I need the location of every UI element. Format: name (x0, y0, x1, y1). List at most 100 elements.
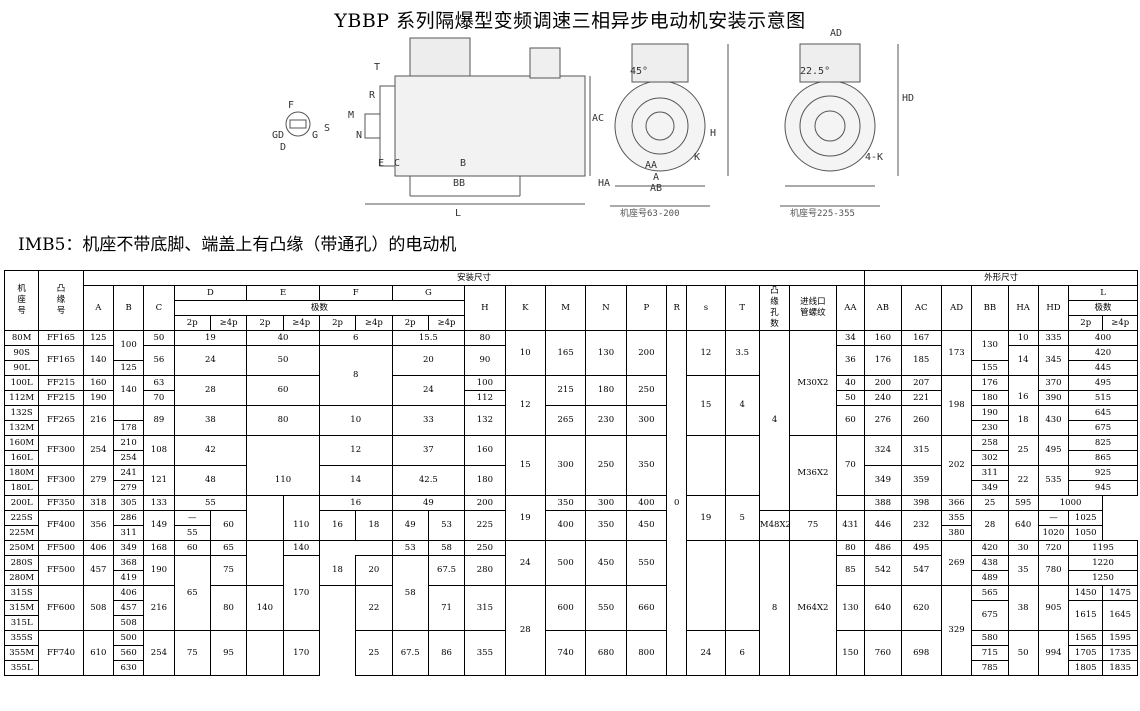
cell-ad: 329 (940, 585, 973, 676)
cell-f-4p: 18 (355, 510, 393, 541)
cell-a: 216 (82, 405, 115, 436)
header-l: L (1068, 285, 1138, 301)
cell-aa: 70 (835, 435, 866, 496)
cell-d-4p: 75 (209, 555, 248, 586)
header-ad: AD (940, 285, 973, 331)
cell-k: 10 (504, 330, 546, 376)
cell-g-4p: 67.5 (427, 555, 466, 586)
cell-k: 12 (504, 375, 546, 436)
cell-p: 200 (625, 330, 668, 376)
header-b: B (112, 285, 145, 331)
cell-p: 550 (625, 540, 668, 586)
cell-b: 279 (112, 480, 145, 496)
header-d-2p: 2p (173, 315, 211, 331)
cell-d-4p: 95 (209, 630, 248, 676)
cell-g-4p: 86 (427, 630, 466, 676)
cell-hd: 495 (1037, 435, 1070, 466)
cell-ad: 269 (940, 540, 973, 586)
dim-label-k: K (694, 152, 700, 163)
cell-frame: 160M (3, 435, 40, 451)
cell-g: 15.5 (391, 330, 466, 346)
header-hd: HD (1037, 285, 1070, 331)
header-d: D (173, 285, 248, 301)
cell-e: 50 (246, 345, 320, 376)
cell-g-2p: 67.5 (391, 630, 429, 676)
cell-c: 149 (143, 510, 175, 541)
cell-ac: 547 (900, 555, 942, 586)
cell-b: 140 (112, 375, 145, 406)
cell-flange: FF165 (38, 345, 84, 376)
cell-hd: 720 (1037, 540, 1070, 556)
cell-l: 675 (1068, 420, 1138, 436)
cell-b: 254 (112, 450, 145, 466)
header-t: T (724, 285, 760, 331)
cell-t: 6 (724, 630, 760, 676)
table-row: 250M FF500 406 349 168 60 65 140 53 58 2… (3, 540, 1138, 676)
dim-label-45deg: 45° (630, 66, 648, 77)
cell-thread: M30X2 (789, 330, 837, 436)
cell-c: 50 (143, 330, 175, 346)
header-thread: 进线口 管螺纹 (789, 285, 837, 331)
dim-label-c: C (394, 158, 400, 169)
cell-bb: 675 (971, 600, 1009, 631)
cell-h: 160 (464, 435, 506, 466)
header-polecount-l: 极数 (1068, 300, 1138, 316)
cell-hd: 370 (1037, 375, 1070, 391)
cell-ac: 167 (900, 330, 942, 346)
cell-frame: 132S (3, 405, 40, 421)
cell-g: 24 (391, 375, 466, 406)
cell-bb: 366 (940, 495, 973, 511)
cell-b: 210 (112, 435, 145, 451)
cell-flange: FF500 (38, 555, 84, 586)
table-row: 200L FF350 318 305 133 55 16 49 200 19 3… (3, 495, 1138, 541)
header-f: F (318, 285, 393, 301)
cell-ha: 10 (1007, 330, 1039, 346)
cell-hd: 905 (1037, 585, 1070, 631)
cell-m: 400 (544, 510, 587, 541)
cell-a: 318 (82, 495, 115, 511)
cell-b: 630 (112, 660, 145, 676)
cell-m: 500 (544, 540, 587, 586)
cell-bb: 258 (971, 435, 1009, 451)
header-install-group: 安装尺寸 (82, 270, 866, 286)
cell-ac: 315 (900, 435, 942, 466)
header-ac: AC (900, 285, 942, 331)
cell-ac: 359 (900, 465, 942, 496)
header-k: K (504, 285, 546, 331)
cell-k: 15 (504, 435, 546, 496)
cell-t: 4 (724, 375, 760, 436)
cell-a: 508 (82, 585, 115, 631)
header-flange-holes: 凸 缘 孔 数 (758, 285, 791, 331)
cell-h: 280 (464, 555, 506, 586)
cell-f-2p: 16 (318, 510, 357, 541)
cell-ac: 260 (900, 405, 942, 436)
cell-aa-empty (835, 495, 866, 511)
cell-n: 300 (585, 495, 627, 511)
cell-l-4p: 1835 (1102, 660, 1138, 676)
cell-l-2p: 1020 (1037, 525, 1070, 541)
cell-g: 33 (391, 405, 466, 436)
cell-b: 305 (112, 495, 145, 511)
cell-e: 80 (246, 405, 320, 436)
header-e: E (246, 285, 320, 301)
cell-d-4p: 65 (209, 540, 248, 556)
header-ha: HA (1007, 285, 1039, 331)
header-s: s (686, 285, 726, 331)
cell-bb: 420 (971, 540, 1009, 556)
table-row: 90L 125 155 445 (3, 360, 1138, 376)
cell-aa: 50 (835, 390, 866, 406)
section-subtitle: IMB5：机座不带底脚、端盖上有凸缘（带通孔）的电动机 (18, 235, 457, 255)
cell-g-4p: 58 (427, 540, 466, 556)
dim-label-n: N (356, 130, 362, 141)
cell-a: 125 (82, 330, 115, 346)
cell-bb: 311 (971, 465, 1009, 481)
cell-g: 42.5 (391, 465, 466, 496)
cell-s-empty (686, 540, 726, 631)
cell-g-4p: 53 (427, 510, 466, 541)
cell-thread: M48X2 (758, 510, 791, 541)
cell-hd: 430 (1037, 405, 1070, 436)
cell-l: 1250 (1068, 570, 1138, 586)
cell-b: 349 (112, 540, 145, 556)
cell-d-2p: 75 (173, 630, 211, 676)
cell-p: 450 (625, 510, 668, 541)
